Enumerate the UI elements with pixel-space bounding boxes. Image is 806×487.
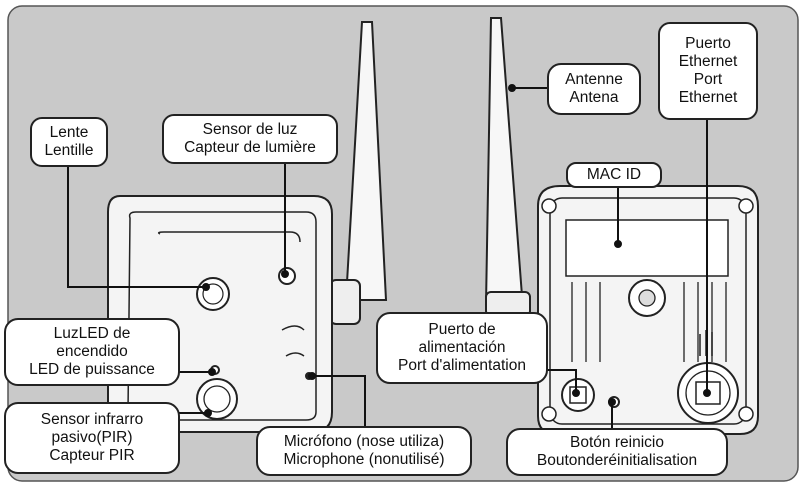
label-lens-line2: Lentille (44, 142, 94, 159)
leader-lines (67, 84, 711, 430)
label-pir-line1: Sensor infrarro (40, 411, 144, 428)
label-antenna-line1: Antenne (565, 71, 623, 88)
label-ethernet-line2: Ethernet (678, 53, 738, 70)
label-light-sensor: Sensor de luz Capteur de lumière (162, 114, 338, 164)
antenna-left (344, 21, 388, 301)
antenna-left-base (329, 279, 361, 325)
label-power-led-line3: LED de puissance (29, 361, 155, 378)
label-mac-id: MAC ID (566, 162, 662, 188)
label-pir-line3: Capteur PIR (49, 447, 135, 464)
label-light-sensor-line1: Sensor de luz (202, 121, 298, 138)
label-ethernet-line3: Port (693, 71, 723, 88)
lens-circle (196, 277, 230, 311)
camera-back (484, 17, 759, 435)
label-power-led-line2: encendido (56, 343, 128, 360)
label-pir-sensor: Sensor infrarro pasivo(PIR) Capteur PIR (4, 402, 180, 474)
leader-lens (67, 166, 206, 288)
label-lens-line1: Lente (49, 124, 89, 141)
label-ethernet-port: Puerto Ethernet Port Ethernet (658, 22, 758, 120)
label-microphone: Micrófono (nose utiliza) Microphone (non… (256, 426, 472, 476)
label-antenna-line2: Antena (569, 89, 619, 106)
label-power-led-line1: LuzLED de (53, 325, 131, 342)
label-light-sensor-line2: Capteur de lumière (184, 139, 316, 156)
label-pir-line2: pasivo(PIR) (51, 429, 133, 446)
label-microphone-line1: Micrófono (nose utiliza) (283, 433, 445, 450)
label-power-port-line1: Puerto de (428, 321, 496, 338)
label-power-led: LuzLED de encendido LED de puissance (4, 318, 180, 386)
label-reset-line2: Boutonderéinitialisation (536, 452, 698, 469)
label-reset-button: Botón reinicio Boutonderéinitialisation (506, 428, 728, 476)
label-mac-id-line1: MAC ID (586, 166, 642, 183)
label-ethernet-line1: Puerto (685, 35, 731, 52)
label-power-port-line3: Port d'alimentation (398, 357, 526, 374)
label-lens: Lente Lentille (30, 117, 108, 167)
leader-microphone (312, 375, 366, 430)
label-power-port-line2: alimentación (418, 339, 506, 356)
label-microphone-line2: Microphone (nonutilisé) (283, 451, 445, 468)
label-ethernet-line4: Ethernet (678, 89, 738, 106)
leader-power-port (546, 369, 577, 393)
label-power-port: Puerto de alimentación Port d'alimentati… (376, 312, 548, 384)
label-reset-line1: Botón reinicio (570, 434, 664, 451)
label-antenna: Antenne Antena (547, 63, 641, 115)
mac-id-area (565, 219, 729, 277)
